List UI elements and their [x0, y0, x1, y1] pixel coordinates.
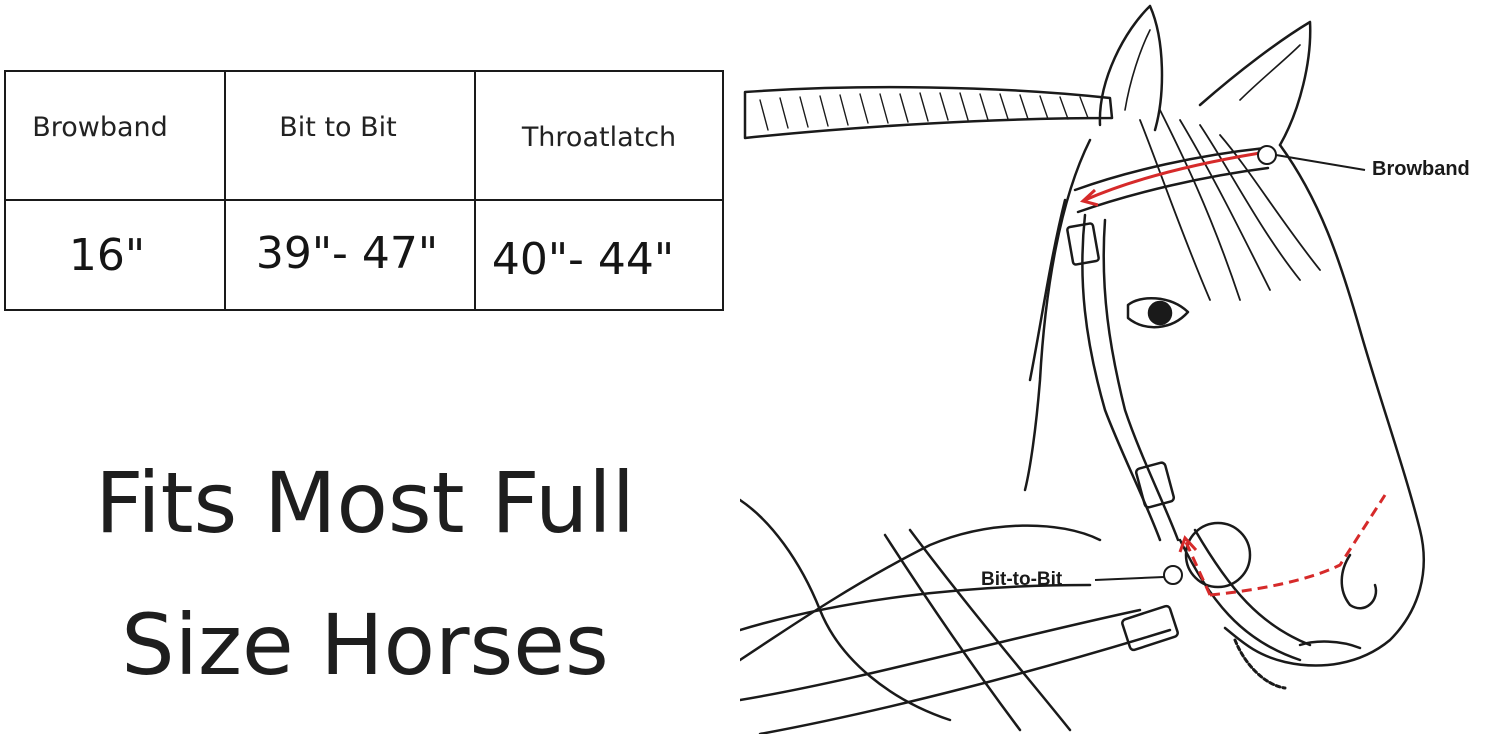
size-chart-header-row: Browband Bit to Bit Throatlatch — [4, 70, 724, 201]
header-browband-text: Browband — [32, 112, 168, 143]
header-throatlatch-text: Throatlatch — [521, 122, 677, 153]
size-chart-table: Browband Bit to Bit Throatlatch 16" 39"-… — [4, 70, 724, 311]
bit-to-bit-measure-line — [1183, 494, 1387, 597]
browband-measure-line — [1084, 151, 1261, 202]
value-throatlatch-text: 40"- 44" — [491, 233, 675, 285]
bridle-bit-ring — [1184, 521, 1252, 589]
callout-leaders — [1094, 145, 1366, 585]
horse-neck-inner-lines — [883, 528, 1072, 732]
horse-ears — [1098, 4, 1312, 147]
bridle-reins — [740, 583, 1172, 734]
browband-callout-dot — [1257, 145, 1277, 165]
bridle-browband — [1073, 146, 1270, 214]
value-bit-to-bit: 39"- 47" — [224, 199, 476, 311]
chin-chain — [1233, 638, 1287, 690]
horse-bridle-illustration — [740, 4, 1425, 734]
horse-forelock — [1139, 109, 1321, 301]
header-throatlatch: Throatlatch — [474, 70, 724, 201]
browband-measure-arrowhead — [1079, 188, 1099, 207]
browband-callout-line — [1275, 154, 1366, 171]
header-browband: Browband — [4, 70, 226, 201]
bit-to-bit-callout-line — [1094, 576, 1165, 581]
rein-buckle — [1121, 604, 1179, 652]
value-bit-to-bit-text: 39"- 47" — [255, 227, 439, 279]
header-bit-to-bit-text: Bit to Bit — [279, 112, 397, 143]
horse-mane-band — [743, 85, 1114, 140]
value-browband-text: 16" — [68, 229, 146, 281]
value-throatlatch: 40"- 44" — [474, 199, 724, 311]
bit-to-bit-callout-label: Bit-to-Bit — [981, 569, 1063, 590]
horse-nostril — [1340, 553, 1378, 610]
fit-headline: Fits Most Full Size Horses — [0, 432, 730, 716]
header-bit-to-bit: Bit to Bit — [224, 70, 476, 201]
fit-headline-line-2: Size Horses — [121, 596, 609, 694]
bridle-noseband — [1178, 528, 1312, 662]
horse-mouth — [1298, 640, 1362, 650]
bit-to-bit-measure-arrowhead — [1178, 535, 1198, 553]
fit-headline-line-1: Fits Most Full — [95, 454, 635, 552]
value-browband: 16" — [4, 199, 226, 311]
browband-callout-label: Browband — [1372, 158, 1470, 180]
measurement-guides — [1079, 151, 1387, 597]
bridle-cheekpiece — [1028, 198, 1180, 542]
horse-eye — [1126, 296, 1190, 329]
bridle-buckle-upper — [1066, 222, 1100, 266]
horse-neck-outline — [740, 498, 1102, 722]
bridle-buckle-lower — [1134, 461, 1176, 509]
bit-to-bit-callout-dot — [1163, 565, 1183, 585]
horse-head-outline — [1023, 138, 1425, 667]
size-chart-value-row: 16" 39"- 47" 40"- 44" — [4, 199, 724, 311]
